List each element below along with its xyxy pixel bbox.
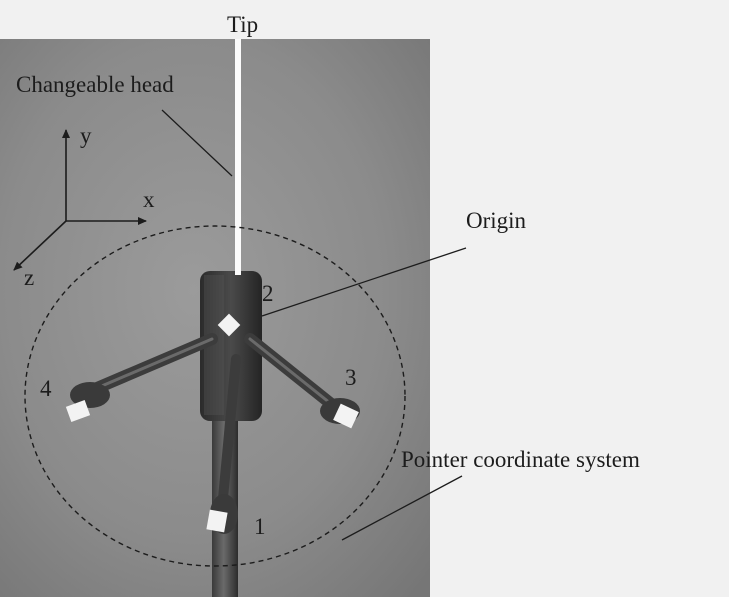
marker-label-3: 3 (345, 366, 357, 389)
origin-label: Origin (466, 209, 526, 232)
marker-label-4: 4 (40, 377, 52, 400)
pointer-coordinate-system-leader (342, 476, 462, 540)
z-axis-label: z (24, 266, 34, 289)
origin-leader (262, 248, 466, 316)
y-axis-label: y (80, 124, 92, 147)
coordinate-system-circle (25, 226, 405, 566)
pointer-coordinate-system-label: Pointer coordinate system (401, 448, 640, 471)
x-axis-label: x (143, 188, 155, 211)
marker-label-2: 2 (262, 282, 274, 305)
marker-label-1: 1 (254, 515, 266, 538)
z-axis-arrow (14, 221, 66, 270)
changeable-head-label: Changeable head (16, 73, 174, 96)
tip-label: Tip (227, 13, 258, 36)
changeable-head-leader (162, 110, 232, 176)
